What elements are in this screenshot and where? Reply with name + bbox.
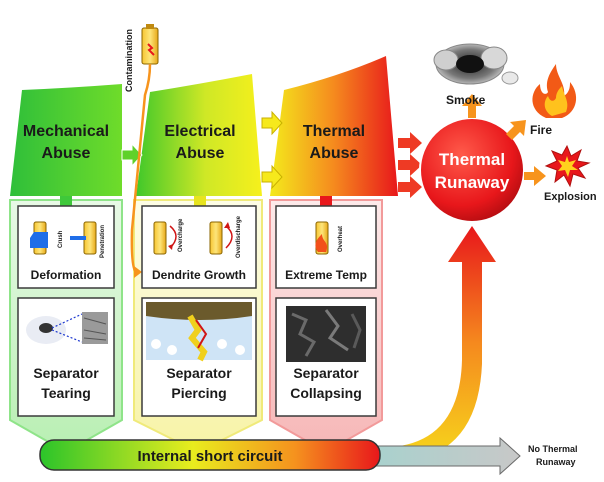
explosion-icon — [544, 144, 591, 188]
stage-thermal: Thermal Abuse — [270, 56, 398, 196]
stage-mechanical: Mechanical Abuse — [10, 84, 122, 196]
stage-mechanical-line1: Mechanical — [23, 123, 109, 140]
arrows-elec-to-therm — [261, 110, 283, 190]
outcome-arrows — [462, 94, 546, 186]
arrows-therm-to-runaway — [398, 132, 422, 198]
separator-tearing-line1: Separator — [33, 365, 99, 381]
panel-mechanical-bottom: Separator Tearing — [17, 297, 115, 417]
fire-icon — [532, 64, 577, 118]
arrow-mech-to-elec — [121, 142, 143, 168]
smoke-icon — [433, 43, 519, 85]
overdischarge-label: Overdischarge — [236, 215, 242, 258]
no-thermal-runaway-line1: No Thermal — [528, 444, 578, 454]
panel-thermal-top: Overheat Extreme Temp — [275, 205, 377, 289]
thermal-runaway-ball: Thermal Runaway — [419, 117, 525, 223]
contamination-arrowhead — [134, 266, 142, 278]
separator-collapsing-line2: Collapsing — [290, 385, 362, 401]
fire-label: Fire — [530, 123, 552, 137]
separator-piercing-image — [146, 302, 252, 362]
crush-label: Crush — [58, 230, 64, 248]
no-thermal-runaway-line2: Runaway — [536, 457, 576, 467]
separator-collapsing-image — [286, 306, 366, 362]
stage-electrical-line2: Abuse — [176, 145, 225, 162]
extreme-temp-label: Extreme Temp — [285, 268, 367, 282]
short-circuit-bar: Internal short circuit — [39, 439, 381, 471]
contamination: Contamination — [124, 24, 159, 278]
penetration-icon — [70, 221, 97, 255]
panel-mechanical-top: Crush Penetration Deformation — [17, 205, 115, 289]
overcharge-label: Overcharge — [178, 218, 184, 252]
stage-thermal-line2: Abuse — [310, 145, 359, 162]
stage-electrical: Electrical Abuse — [136, 74, 262, 196]
panel-thermal-bottom: Separator Collapsing — [275, 297, 377, 417]
explosion-label: Explosion — [544, 191, 597, 203]
overheat-icon — [315, 221, 329, 255]
panel-electrical-bottom: Separator Piercing — [141, 297, 257, 417]
contamination-line — [130, 63, 152, 273]
panel-electrical-top: Overcharge Overdischarge Dendrite Growth — [141, 205, 257, 289]
rising-arrow — [400, 226, 496, 462]
stage-electrical-line1: Electrical — [164, 123, 235, 140]
separator-tearing-image — [26, 312, 108, 344]
overcharge-icon — [153, 221, 177, 255]
smoke-label: Smoke — [446, 93, 486, 107]
overdischarge-icon — [209, 221, 233, 255]
crush-icon — [30, 221, 48, 255]
runaway-line2: Runaway — [435, 173, 510, 192]
separator-collapsing-line1: Separator — [293, 365, 359, 381]
stage-mechanical-line2: Abuse — [42, 145, 91, 162]
separator-piercing-line2: Piercing — [171, 385, 226, 401]
runaway-line1: Thermal — [439, 150, 505, 169]
overheat-label: Overheat — [338, 226, 344, 252]
dendrite-growth-label: Dendrite Growth — [152, 268, 246, 282]
separator-piercing-line1: Separator — [166, 365, 232, 381]
penetration-label: Penetration — [100, 225, 106, 258]
contamination-label: Contamination — [124, 29, 134, 92]
stage-thermal-line1: Thermal — [303, 123, 365, 140]
separator-tearing-line2: Tearing — [41, 385, 91, 401]
short-circuit-label: Internal short circuit — [137, 448, 282, 465]
deformation-label: Deformation — [31, 268, 102, 282]
